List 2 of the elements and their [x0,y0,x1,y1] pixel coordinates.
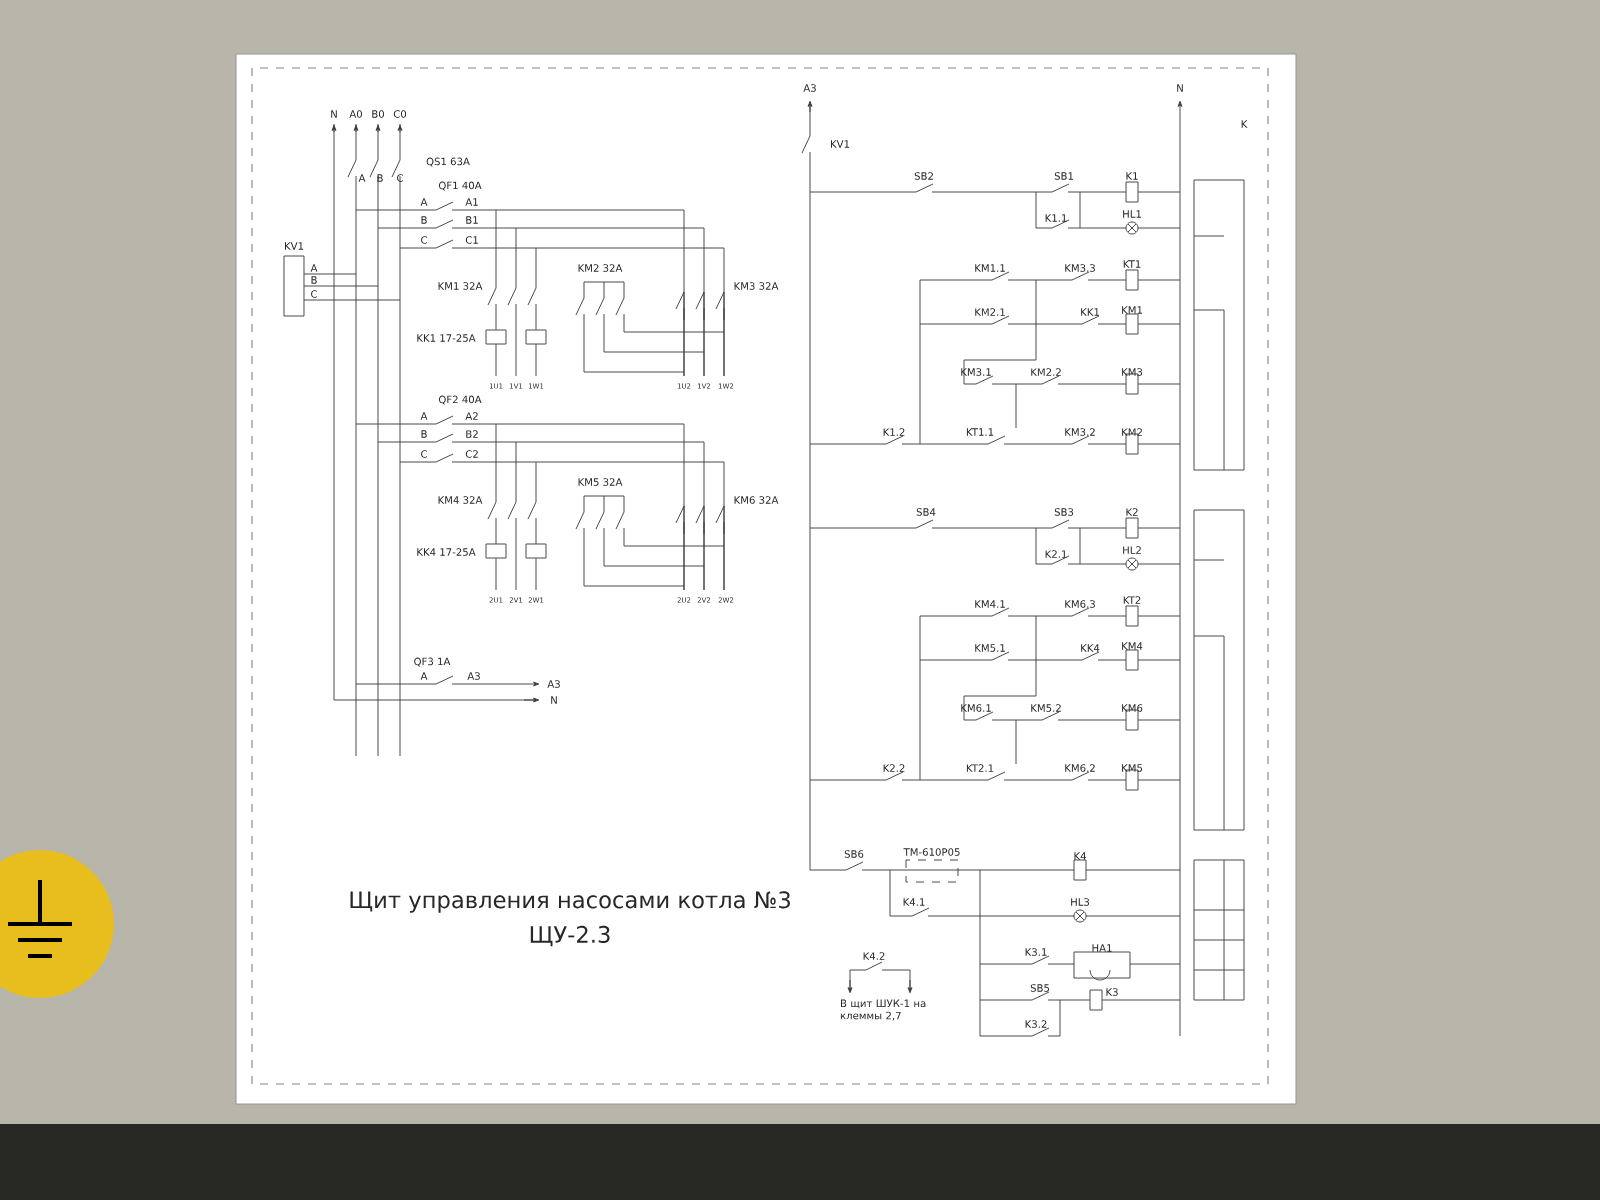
subtitle: ЩУ-2.3 [530,925,610,947]
title: Щит управления насосами котла №3 [350,891,790,913]
